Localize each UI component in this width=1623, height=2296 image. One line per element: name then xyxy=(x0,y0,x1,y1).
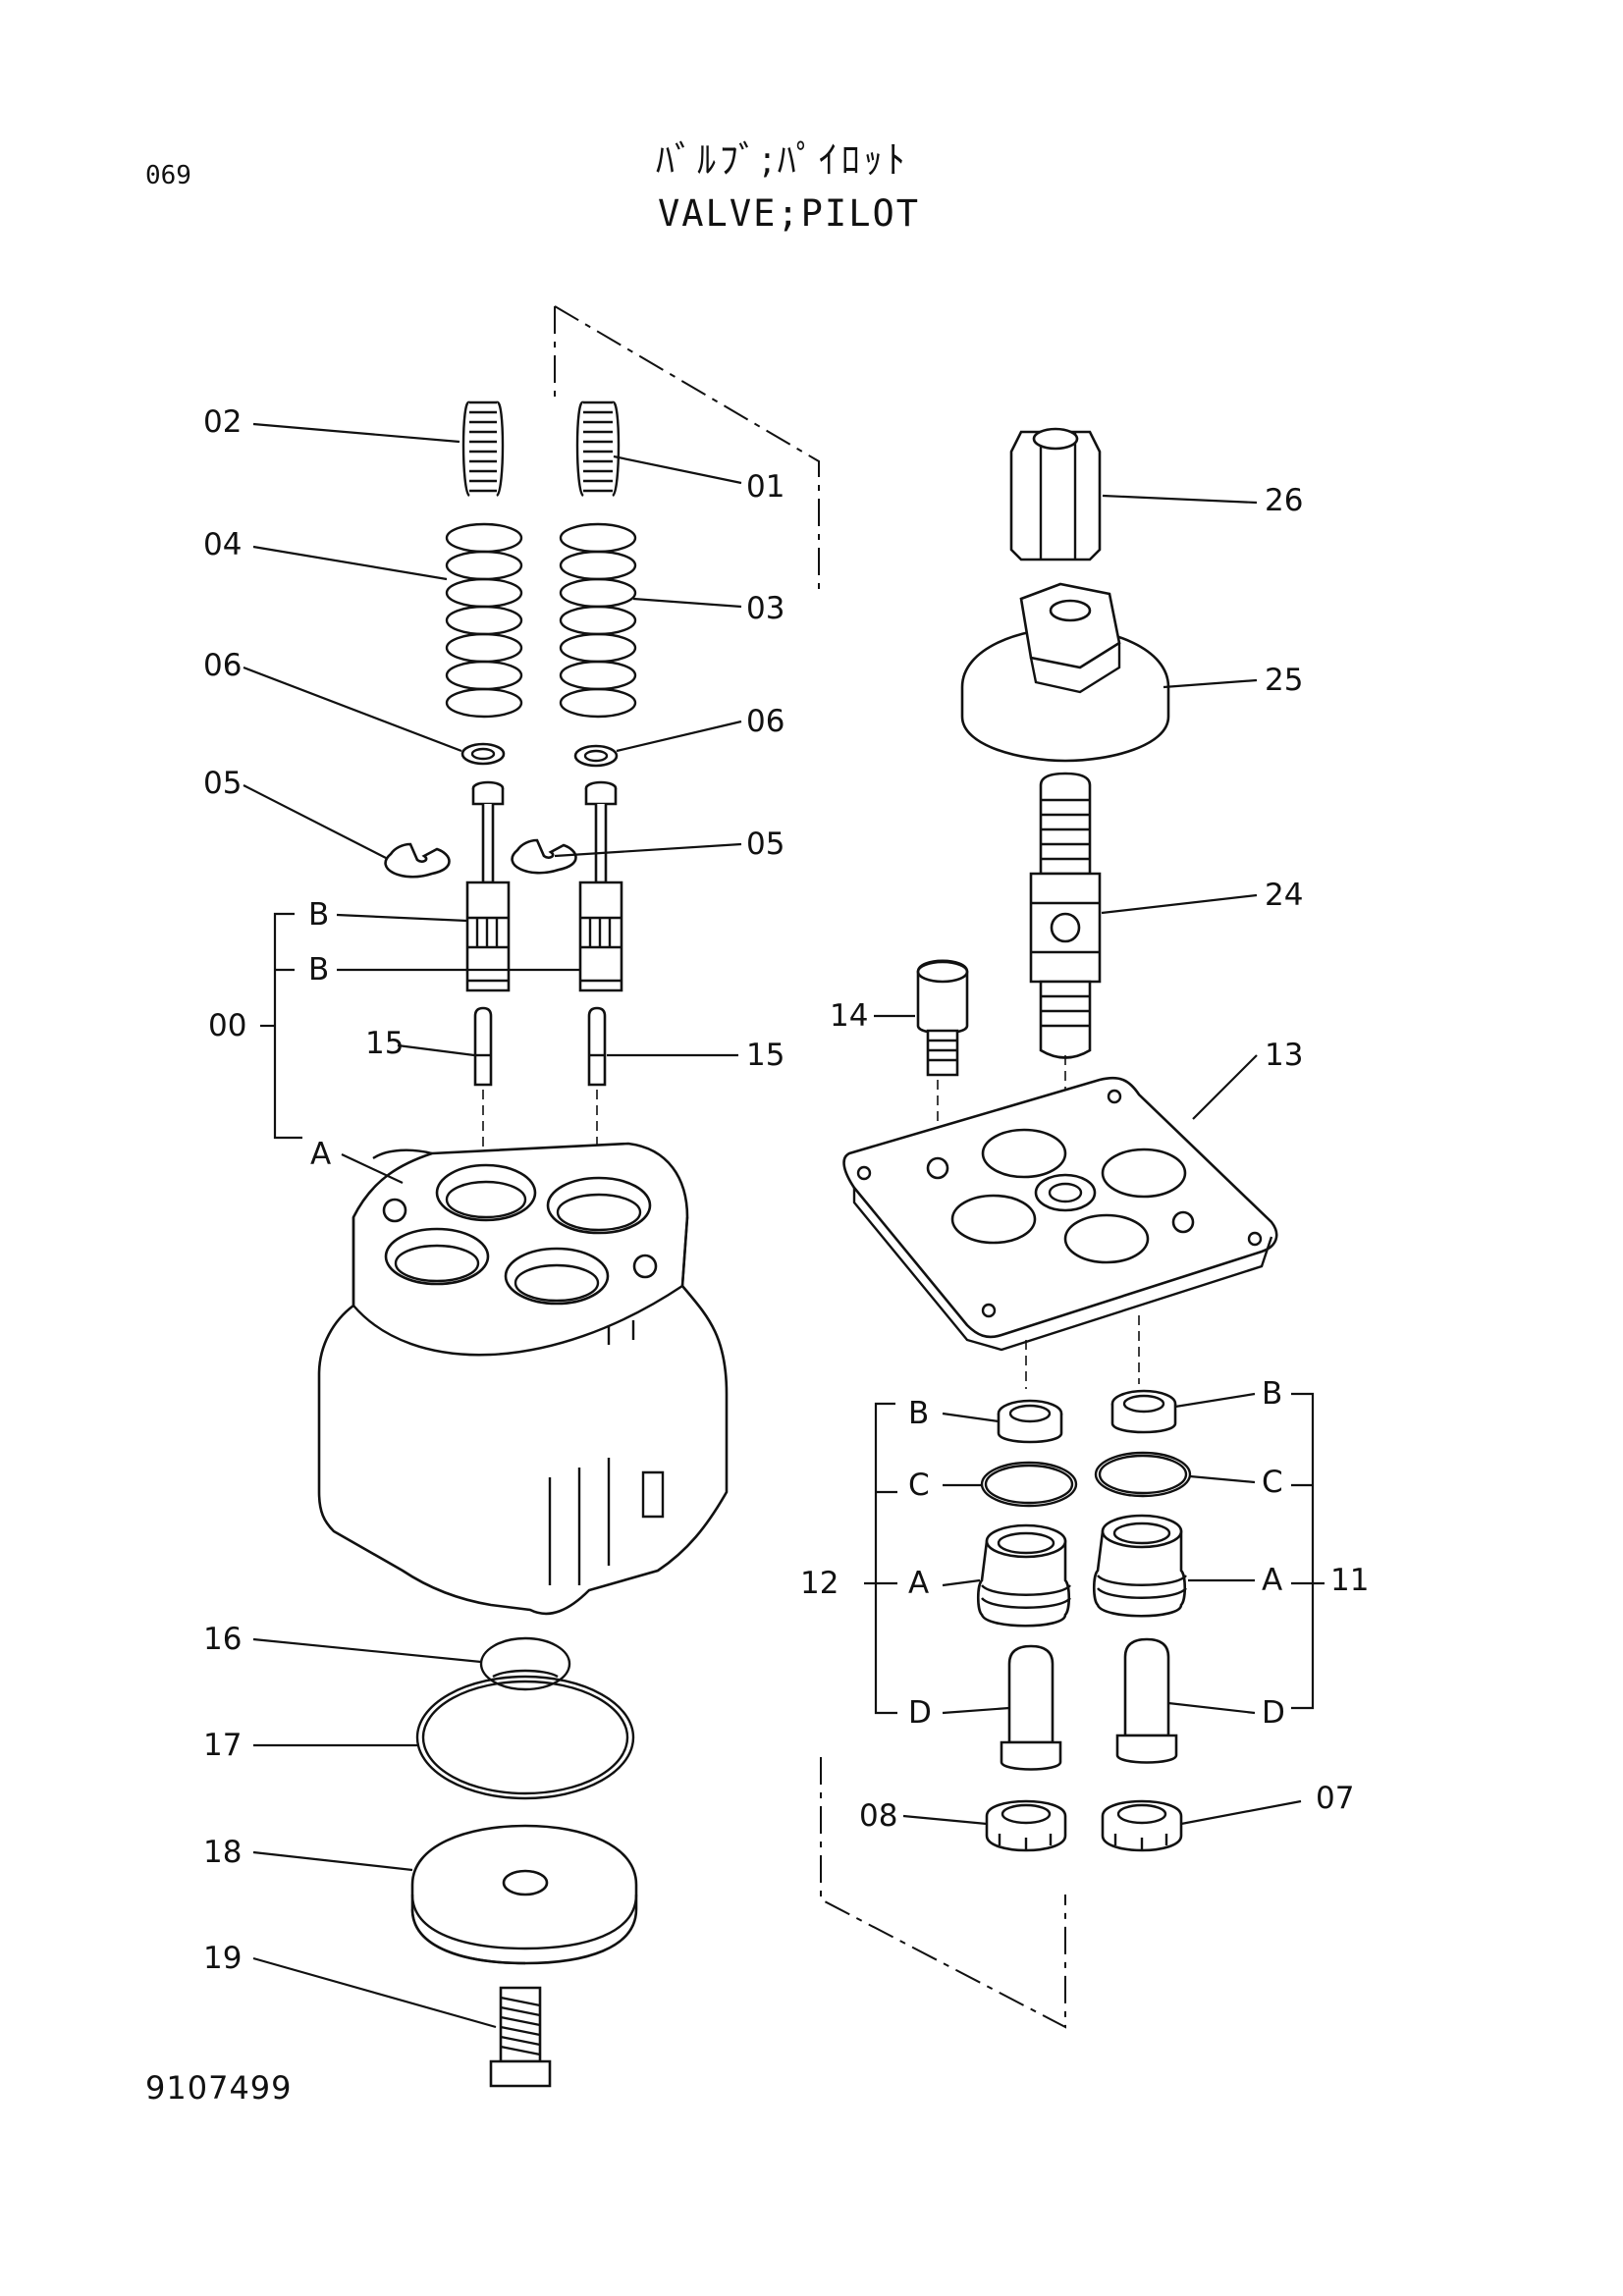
retainer-clip-left xyxy=(384,842,451,879)
upper-group-bracket xyxy=(554,305,820,589)
end-bolt xyxy=(489,1986,552,2088)
lock-nut-07 xyxy=(1101,1799,1183,1852)
fitting-a-left xyxy=(976,1523,1071,1628)
callout-00: 00 xyxy=(208,1008,246,1043)
callout-25: 25 xyxy=(1265,663,1303,698)
seal-b-right xyxy=(1110,1389,1177,1434)
plug-d-right xyxy=(1115,1637,1178,1764)
retainer-clip-right xyxy=(511,838,577,875)
inner-spring-right xyxy=(575,400,621,498)
hex-coupling xyxy=(1009,427,1102,561)
group-11-bracket xyxy=(1291,1392,1315,1710)
callout-12: 12 xyxy=(800,1566,839,1601)
pin-left xyxy=(473,1006,493,1087)
sub-label-left-c: C xyxy=(908,1468,930,1503)
o-ring-c-right xyxy=(1094,1451,1192,1498)
callout-14: 14 xyxy=(830,998,868,1034)
page-number: 069 xyxy=(145,161,191,190)
hex-nut-plate xyxy=(960,582,1170,763)
washer-left xyxy=(460,742,506,766)
seal-b-left xyxy=(997,1399,1063,1444)
plunger-right xyxy=(578,780,623,992)
callout-01: 01 xyxy=(746,469,784,505)
valve-body-casing xyxy=(317,1142,729,1616)
inner-spring-left xyxy=(461,400,505,498)
group-12-bracket xyxy=(874,1402,897,1715)
callout-06-left: 06 xyxy=(203,648,242,683)
callout-13: 13 xyxy=(1265,1038,1303,1073)
group-00-bracket xyxy=(273,912,302,1140)
title-english: VALVE;PILOT xyxy=(658,192,921,235)
callout-05-right: 05 xyxy=(746,827,784,862)
callout-15-left: 15 xyxy=(365,1026,404,1061)
callout-06-right: 06 xyxy=(746,704,784,739)
callout-02: 02 xyxy=(203,404,242,440)
sub-label-right-c: C xyxy=(1262,1465,1283,1500)
cover-plate xyxy=(842,1076,1278,1352)
lock-nut-08 xyxy=(985,1799,1067,1852)
sub-label-right-d: D xyxy=(1262,1695,1285,1731)
callout-18: 18 xyxy=(203,1835,242,1870)
sub-label-b-lower: B xyxy=(308,952,329,988)
plug-d-left xyxy=(1000,1644,1062,1771)
sub-label-body-a: A xyxy=(310,1137,331,1172)
outer-spring-right xyxy=(559,522,637,719)
callout-08: 08 xyxy=(859,1798,897,1834)
plunger-left xyxy=(465,780,511,992)
sub-label-left-b: B xyxy=(908,1396,929,1431)
fitting-a-right xyxy=(1092,1514,1187,1618)
washer-right xyxy=(573,744,619,768)
sub-label-b-upper: B xyxy=(308,897,329,933)
callout-03: 03 xyxy=(746,591,784,626)
o-ring-small xyxy=(479,1636,571,1691)
callout-04: 04 xyxy=(203,527,242,562)
title-japanese: ﾊﾞﾙﾌﾞ;ﾊﾟｲﾛｯﾄ xyxy=(656,138,909,182)
callout-24: 24 xyxy=(1265,878,1303,913)
leader-lines xyxy=(243,422,1302,2029)
callout-11: 11 xyxy=(1330,1563,1369,1598)
o-ring-large xyxy=(415,1675,635,1800)
callout-15-right: 15 xyxy=(746,1038,784,1073)
sub-label-right-a: A xyxy=(1262,1563,1282,1598)
callout-17: 17 xyxy=(203,1728,242,1763)
outer-spring-left xyxy=(445,522,523,719)
pin-right xyxy=(587,1006,607,1087)
callout-07: 07 xyxy=(1316,1781,1354,1816)
joint-shaft xyxy=(1029,772,1102,1059)
callout-05-left: 05 xyxy=(203,766,242,801)
sub-label-left-d: D xyxy=(908,1695,932,1731)
callout-19: 19 xyxy=(203,1941,242,1976)
o-ring-c-left xyxy=(980,1461,1078,1508)
socket-head-bolt xyxy=(916,959,969,1077)
lower-group-bracket xyxy=(820,1757,1066,2029)
callout-26: 26 xyxy=(1265,483,1303,518)
sub-label-left-a: A xyxy=(908,1566,929,1601)
drawing-number: 9107499 xyxy=(145,2069,293,2107)
sub-label-right-b: B xyxy=(1262,1376,1282,1412)
end-cap xyxy=(410,1824,638,1965)
callout-16: 16 xyxy=(203,1622,242,1657)
